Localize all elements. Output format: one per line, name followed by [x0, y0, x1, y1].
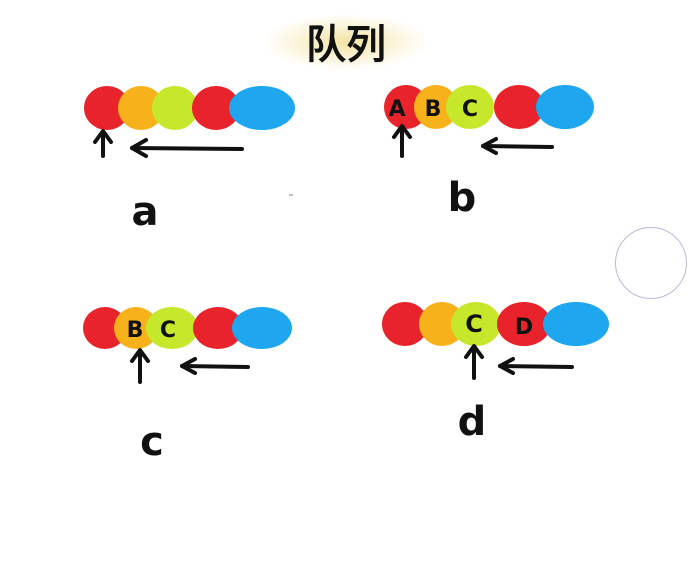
slot-red-2 — [192, 86, 240, 130]
panel-b: A B C b — [384, 85, 594, 221]
caption-d: d — [458, 399, 487, 445]
queue-bar-b — [384, 85, 594, 129]
slot-orange — [114, 307, 158, 349]
left-arrow-icon — [130, 138, 244, 158]
slot-orange — [419, 302, 465, 346]
slot-red — [382, 302, 428, 346]
caption-b: b — [448, 175, 477, 221]
up-arrow-icon — [392, 124, 412, 158]
slot-lime — [152, 86, 198, 130]
slot-label-A: A — [388, 97, 405, 122]
up-arrow-icon — [93, 129, 113, 158]
slot-orange — [414, 85, 458, 129]
slot-label-D: D — [515, 315, 533, 340]
caption-a: a — [132, 189, 159, 235]
caption-c: c — [140, 419, 164, 465]
panel-a: a — [84, 86, 295, 235]
queue-bar-d — [382, 302, 609, 346]
up-arrow-icon — [130, 348, 150, 384]
slot-orange — [118, 86, 164, 130]
slot-label-C: C — [160, 318, 176, 343]
slot-lime — [451, 302, 501, 346]
assistive-touch-button[interactable] — [615, 227, 687, 299]
slot-blue — [229, 86, 295, 130]
slot-red-2 — [193, 307, 243, 349]
slot-label-C: C — [465, 310, 483, 338]
left-arrow-icon — [498, 357, 574, 375]
slot-red-2 — [497, 302, 551, 346]
slot-blue — [232, 307, 292, 349]
slot-red-2 — [494, 85, 544, 129]
page-title: 队列 — [306, 22, 386, 68]
title-glow — [264, 14, 428, 70]
slot-blue — [543, 302, 609, 346]
slot-red — [83, 307, 127, 349]
left-arrow-icon — [481, 137, 554, 155]
slot-label-B: B — [425, 97, 442, 122]
panel-d: C D d — [382, 302, 609, 445]
slot-lime — [146, 307, 198, 349]
slot-label-C: C — [462, 97, 478, 122]
up-arrow-icon — [464, 344, 484, 380]
slot-blue — [536, 85, 594, 129]
panel-c: B C c — [83, 307, 292, 465]
slot-red — [84, 86, 130, 130]
slot-lime — [446, 85, 494, 129]
left-arrow-icon — [180, 357, 250, 375]
queue-bar-a — [84, 86, 295, 130]
slot-label-B: B — [127, 318, 144, 343]
queue-bar-c — [83, 307, 292, 349]
